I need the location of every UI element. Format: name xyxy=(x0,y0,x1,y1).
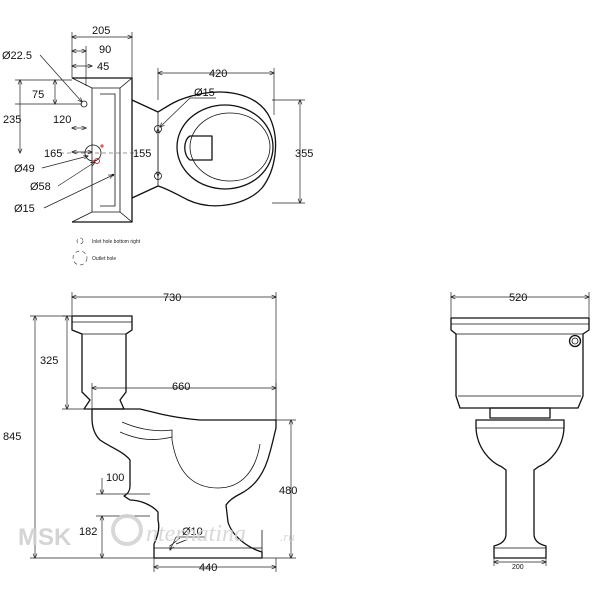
pan-front-outline xyxy=(475,407,565,559)
dim-480: 480 xyxy=(279,485,297,497)
dim-outlet-heights: 100 182 xyxy=(79,472,150,558)
dim-floor-fixing: Ø10 xyxy=(170,526,205,550)
dim-dia-15: Ø15 xyxy=(14,203,35,215)
dim-200: 200 xyxy=(512,564,524,571)
dim-480-group: 480 xyxy=(262,420,297,558)
dim-420-group: 420 xyxy=(158,68,274,115)
inlet-hole-symbol xyxy=(76,237,84,245)
watermark: MSK nternatina .ru xyxy=(18,514,295,551)
dim-pan-fixing: Ø15 xyxy=(160,87,216,127)
flush-button-icon xyxy=(568,334,582,348)
cistern-plan-outline xyxy=(71,77,133,223)
watermark-brand: MSK xyxy=(18,524,72,551)
dim-355: 355 xyxy=(295,148,313,160)
dim-520-group: 520 xyxy=(451,292,589,318)
dim-660-group: 660 xyxy=(92,381,276,420)
dim-100: 100 xyxy=(106,472,124,484)
dim-325: 325 xyxy=(40,355,58,367)
cistern-side-outline xyxy=(71,315,133,410)
dim-pan-dia-15: Ø15 xyxy=(194,87,215,99)
dim-325-group: 325 xyxy=(40,316,92,409)
floor-fixing-mark xyxy=(169,537,187,547)
dim-200-group: 200 xyxy=(494,558,546,571)
dim-730-group: 730 xyxy=(72,292,276,420)
dim-845-group: 845 xyxy=(3,316,154,558)
dim-845: 845 xyxy=(3,431,21,443)
dim-440-group: 440 xyxy=(154,558,276,574)
plan-top-dimensions: 205 90 45 xyxy=(72,25,132,86)
dim-355-group: 355 xyxy=(272,100,313,203)
cistern-front-outline xyxy=(450,317,590,409)
dim-75: 75 xyxy=(32,89,44,101)
plan-view: 205 90 45 420 Ø15 155 xyxy=(2,25,313,266)
dim-45: 45 xyxy=(97,61,109,73)
dim-660: 660 xyxy=(172,381,190,393)
plan-legend: Inlet hole bottom right Outlet hole xyxy=(72,237,141,266)
dim-165: 165 xyxy=(44,148,62,160)
dim-dia-10: Ø10 xyxy=(182,526,203,538)
dim-440: 440 xyxy=(199,562,217,574)
pan-plan-outline xyxy=(131,91,277,207)
dim-90: 90 xyxy=(99,44,111,56)
dim-235: 235 xyxy=(3,114,21,126)
side-view: 730 325 660 845 100 xyxy=(3,292,297,574)
outlet-hole-symbol xyxy=(72,250,88,266)
watermark-word: nternatina xyxy=(146,521,246,547)
legend-inlet-label: Inlet hole bottom right xyxy=(92,239,141,245)
dim-182: 182 xyxy=(79,526,97,538)
dim-dia-22-5: Ø22.5 xyxy=(2,50,32,62)
dim-155-group: 155 xyxy=(133,129,158,176)
dim-155: 155 xyxy=(133,148,151,160)
dim-120: 120 xyxy=(53,114,71,126)
pan-side-outline xyxy=(91,408,277,559)
front-view: 520 200 xyxy=(450,292,590,571)
dim-dia-58: Ø58 xyxy=(30,181,51,193)
dim-730: 730 xyxy=(163,292,181,304)
legend-outlet-label: Outlet hole xyxy=(92,256,116,262)
watermark-logo xyxy=(111,514,143,546)
cistern-holes xyxy=(80,100,104,164)
dim-dia-49: Ø49 xyxy=(14,163,35,175)
plan-left-dimensions: Ø22.5 75 235 120 165 Ø49 Ø58 Ø15 xyxy=(2,50,114,215)
dim-420: 420 xyxy=(209,68,227,80)
watermark-tld: .ru xyxy=(280,529,295,544)
dim-205: 205 xyxy=(92,25,110,37)
dim-520: 520 xyxy=(509,292,527,304)
